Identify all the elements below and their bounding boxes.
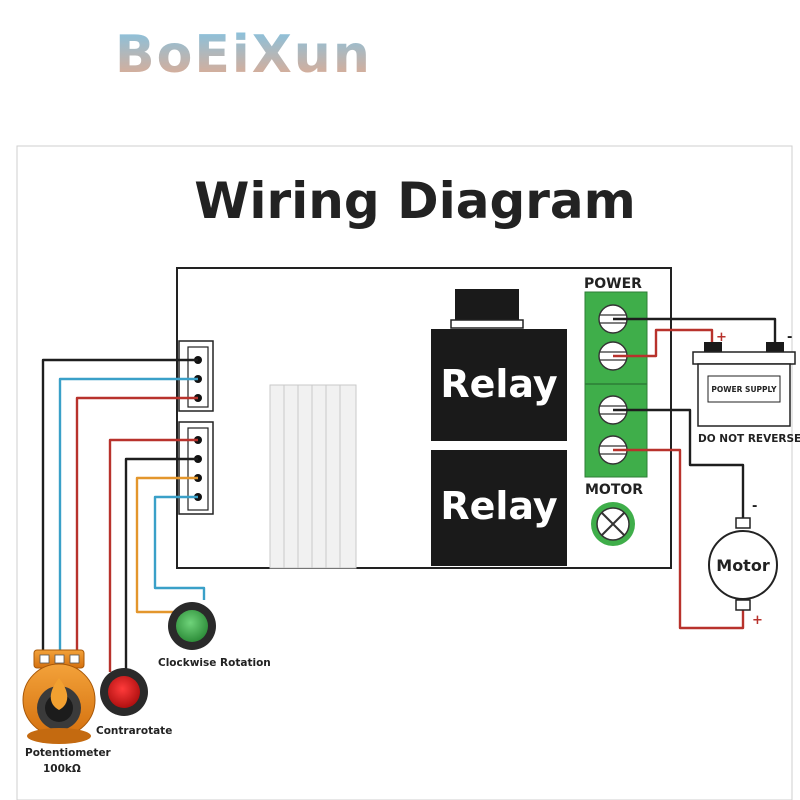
relay-bottom-label: Relay (440, 484, 558, 528)
power-supply (692, 342, 796, 427)
heatsink (269, 384, 357, 569)
motor-plus: + (752, 613, 763, 628)
contrarotate-button (100, 668, 148, 716)
wire-pot-blue (58, 377, 198, 655)
power-supply-warning: DO NOT REVERSE (698, 433, 800, 445)
potentiometer-label: Potentiometer (25, 747, 112, 759)
relay-top (431, 329, 567, 441)
power-supply-label: POWER SUPPLY (711, 385, 777, 394)
relay-cap-base (450, 319, 524, 329)
brand-logo: BoEiXun (115, 25, 372, 85)
potentiometer (22, 649, 96, 744)
wire-green-button-blue (153, 495, 206, 600)
relay-cap (455, 289, 519, 321)
wire-green-button-orange (135, 476, 198, 614)
wire-motor-negative (613, 408, 745, 520)
diagram-frame (16, 145, 793, 800)
wire-red-button-black (124, 457, 198, 672)
motor (708, 517, 778, 611)
wire-power-positive (613, 328, 714, 358)
wire-pot-red (75, 396, 198, 655)
wire-power-negative (613, 317, 777, 350)
clockwise-button (168, 602, 216, 650)
motor-minus: - (752, 499, 757, 514)
wire-pot-black (41, 358, 198, 655)
relay-top-label: Relay (440, 362, 558, 406)
connector-4pin (178, 421, 214, 515)
power-supply-minus: - (787, 330, 792, 345)
clockwise-label: Clockwise Rotation (158, 657, 271, 669)
diagram-title: Wiring Diagram (194, 172, 636, 230)
potentiometer-value: 100kΩ (43, 763, 81, 775)
motor-terminal-label: MOTOR (585, 482, 643, 498)
motor-x-icon (591, 502, 635, 546)
contrarotate-label: Contrarotate (96, 725, 172, 737)
power-label: POWER (584, 276, 642, 292)
power-supply-plus: + (716, 330, 727, 345)
motor-label: Motor (716, 556, 770, 575)
wire-motor-positive (613, 448, 745, 630)
relay-bottom (431, 450, 567, 566)
wire-red-button-red (108, 438, 198, 672)
connector-3pin (178, 340, 214, 412)
